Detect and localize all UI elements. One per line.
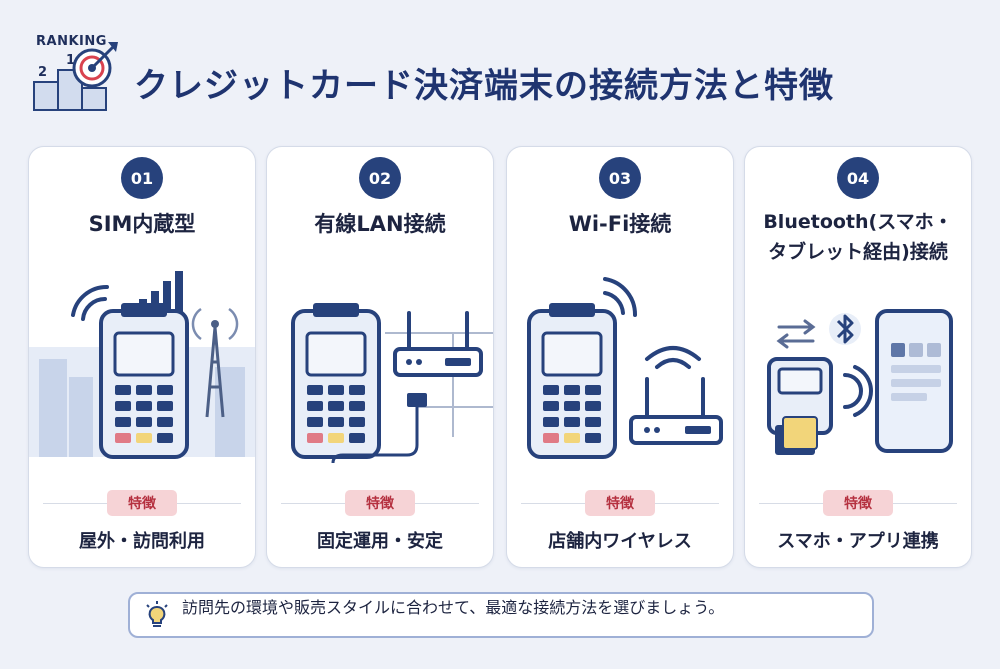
- card-title: Wi-Fi接続: [568, 212, 672, 236]
- card-title-line1: Bluetooth(スマホ・: [763, 211, 953, 233]
- card-number: 03: [599, 157, 641, 199]
- tip-text: 訪問先の環境や販売スタイルに合わせて、最適な接続方法を選びましょう。: [182, 598, 725, 617]
- page-header: RANKING 2 1 クレジットカード決済端末の接続方法と特徴: [28, 30, 978, 120]
- rank-two: 2: [38, 65, 47, 80]
- bluetooth-phone-icon: [767, 309, 953, 455]
- card-number: 02: [359, 157, 401, 199]
- ranking-logo: RANKING 2 1: [28, 30, 124, 114]
- card-title: SIM内蔵型: [88, 212, 196, 236]
- wifi-terminal-icon: [527, 277, 723, 459]
- feature-text: スマホ・アプリ連携: [777, 531, 939, 552]
- card-bluetooth: 04 Bluetooth(スマホ・ タブレット経由)接続 特徴 スマホ・アプリ連…: [744, 146, 972, 568]
- card-wired-lan: 02 有線LAN接続 特徴 固定運用・安定: [266, 146, 494, 568]
- feature-badge: 特徴: [585, 490, 655, 516]
- lightbulb-icon: [146, 601, 168, 627]
- tip-box: 訪問先の環境や販売スタイルに合わせて、最適な接続方法を選びましょう。: [128, 592, 874, 638]
- feature-text: 店舗内ワイヤレス: [548, 531, 692, 552]
- feature-badge: 特徴: [345, 490, 415, 516]
- wired-lan-router-icon: [291, 303, 493, 464]
- card-sim: 01 SIM内蔵型 特徴 屋外・訪問利用: [28, 146, 256, 568]
- sim-terminal-icon: [29, 271, 255, 459]
- feature-text: 屋外・訪問利用: [79, 531, 205, 552]
- card-number: 04: [837, 157, 879, 199]
- card-wifi: 03 Wi-Fi接続 特徴 店舗内ワイヤレス: [506, 146, 734, 568]
- card-title: 有線LAN接続: [314, 212, 446, 236]
- card-title: Bluetooth(スマホ・ タブレット経由)接続: [751, 207, 965, 267]
- feature-badge: 特徴: [107, 490, 177, 516]
- feature-text: 固定運用・安定: [317, 531, 443, 552]
- feature-badge: 特徴: [823, 490, 893, 516]
- ranking-label: RANKING: [36, 34, 107, 49]
- page-title: クレジットカード決済端末の接続方法と特徴: [134, 66, 834, 106]
- card-title-line2: タブレット経由)接続: [768, 241, 948, 263]
- card-number: 01: [121, 157, 163, 199]
- podium-target-icon: 2 1: [33, 42, 118, 111]
- rank-one: 1: [66, 53, 75, 68]
